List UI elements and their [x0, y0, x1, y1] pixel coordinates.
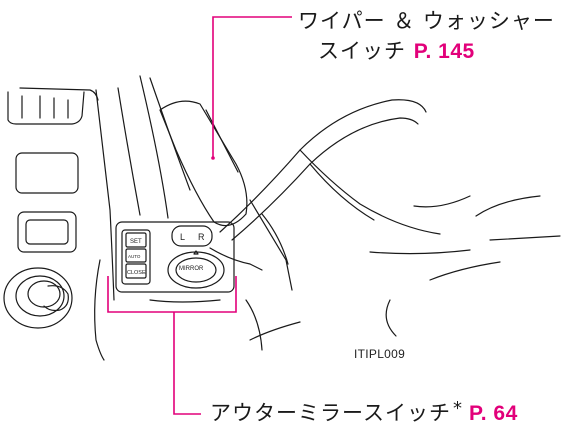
- wiper-switch-callout-line2: スイッチ P. 145: [318, 35, 475, 65]
- mirror-switch-panel: [115, 221, 235, 293]
- auto-label: AUTO: [128, 254, 141, 259]
- panel-button-lower: [17, 211, 77, 253]
- mirror-bracket: [107, 276, 237, 313]
- control-knob: [3, 267, 73, 329]
- wiper-page-reference[interactable]: P. 145: [413, 40, 475, 63]
- close-label: CLOSE: [127, 270, 146, 276]
- wiper-lever: [159, 100, 248, 227]
- lr-selector-frame: [171, 225, 213, 247]
- footnote-asterisk: *: [452, 398, 463, 419]
- left-mirror-label: L: [180, 232, 185, 242]
- door-mirror-button-block: [121, 229, 151, 285]
- right-mirror-label: R: [198, 232, 205, 242]
- wiper-leader-line: [212, 16, 292, 158]
- wiper-switch-callout-line1: ワイパー ＆ ウォッシャー: [298, 9, 555, 33]
- outer-mirror-switch-callout: アウターミラースイッチ*P. 64: [210, 397, 518, 427]
- mirror-set-button: [125, 232, 147, 248]
- mirror-label: MIRROR: [179, 266, 204, 272]
- mirror-close-button: [125, 263, 147, 279]
- set-label: SET: [130, 239, 142, 245]
- mirror-page-reference[interactable]: P. 64: [468, 402, 518, 425]
- air-vent: [7, 91, 85, 125]
- outer-mirror-switch-label: アウターミラースイッチ: [210, 401, 451, 425]
- mirror-auto-button: [125, 248, 147, 263]
- figure-id: ITIPL009: [354, 347, 406, 361]
- mirror-leader-line: [173, 312, 201, 415]
- panel-button-upper: [15, 152, 79, 194]
- wiper-switch-label: スイッチ: [318, 39, 406, 63]
- steering-wheel: [219, 99, 427, 233]
